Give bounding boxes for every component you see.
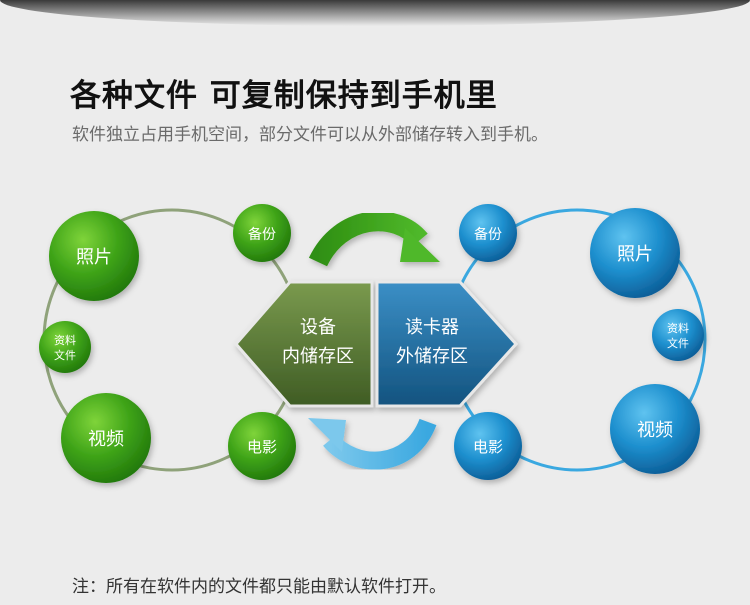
left-document-label-2: 文件 — [54, 348, 76, 362]
right-video-label: 视频 — [637, 420, 673, 441]
left-movie-label: 电影 — [247, 438, 277, 456]
left-backup-label: 备份 — [248, 226, 276, 243]
left-photo-node: 照片 — [49, 211, 139, 301]
footnote: 注：所有在软件内的文件都只能由默认软件打开。 — [72, 577, 446, 597]
right-document-node: 资料 文件 — [652, 309, 704, 361]
arrow-right-icon — [308, 211, 440, 267]
internal-storage-label-2: 内储存区 — [282, 346, 354, 367]
left-backup-node: 备份 — [233, 204, 291, 262]
right-photo-node: 照片 — [590, 208, 680, 298]
right-photo-label: 照片 — [617, 244, 653, 265]
right-backup-node: 备份 — [459, 204, 517, 262]
external-storage-label-2: 外储存区 — [396, 346, 468, 367]
left-movie-node: 电影 — [228, 412, 296, 480]
internal-storage-block: 设备 内储存区 — [234, 280, 374, 408]
right-document-label-1: 资料 — [667, 321, 689, 335]
page-subtitle: 软件独立占用手机空间，部分文件可以从外部储存转入到手机。 — [72, 125, 548, 145]
right-backup-label: 备份 — [474, 226, 502, 243]
right-movie-node: 电影 — [454, 412, 522, 480]
external-storage-label-1: 读卡器 — [405, 317, 459, 338]
internal-storage-label-1: 设备 — [300, 317, 336, 338]
left-document-node: 资料 文件 — [39, 321, 91, 373]
right-document-label-2: 文件 — [667, 336, 689, 350]
left-video-node: 视频 — [61, 393, 151, 483]
left-video-label: 视频 — [88, 429, 124, 450]
right-movie-label: 电影 — [473, 438, 503, 456]
right-video-node: 视频 — [610, 384, 700, 474]
left-photo-label: 照片 — [76, 247, 112, 268]
page-title: 各种文件 可复制保持到手机里 — [70, 78, 498, 114]
left-document-label-1: 资料 — [54, 333, 76, 347]
arrow-left-icon — [308, 418, 437, 470]
external-storage-block: 读卡器 外储存区 — [375, 280, 519, 408]
